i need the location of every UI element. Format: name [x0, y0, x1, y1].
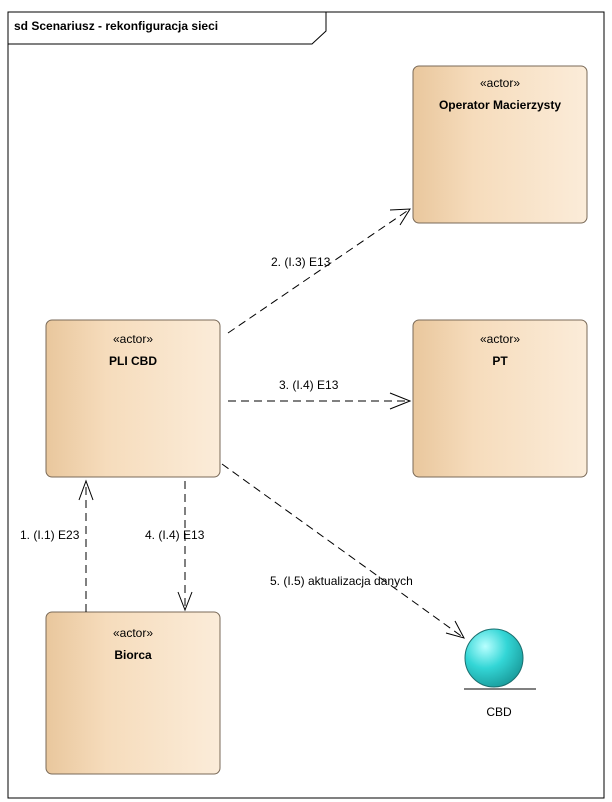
actor-name: PT	[492, 354, 508, 368]
actor-name: PLI CBD	[109, 354, 157, 368]
actor-operator-macierzysty[interactable]: «actor» Operator Macierzysty	[412, 65, 588, 224]
message-3[interactable]: 3. (I.4) E13	[228, 378, 412, 410]
actor-stereotype: «actor»	[113, 626, 153, 640]
message-label: 3. (I.4) E13	[279, 378, 339, 392]
message-4[interactable]: 4. (I.4) E13	[145, 481, 205, 612]
entity-name: CBD	[486, 705, 512, 719]
message-2[interactable]: 2. (I.3) E13	[227, 208, 411, 334]
actor-stereotype: «actor»	[480, 332, 520, 346]
message-5[interactable]: 5. (I.5) aktualizacja danych	[221, 463, 465, 639]
message-1[interactable]: 1. (I.1) E23	[20, 479, 94, 612]
arrow-head-icon	[389, 392, 412, 410]
actor-box	[412, 65, 588, 224]
entity-cbd[interactable]: CBD	[464, 628, 536, 719]
frame-tab	[7, 11, 327, 45]
message-label: 4. (I.4) E13	[145, 528, 205, 542]
message-line	[227, 208, 411, 334]
actor-name: Biorca	[114, 648, 152, 662]
actor-pli-cbd[interactable]: «actor» PLI CBD	[45, 319, 221, 478]
arrow-head-icon	[78, 479, 94, 501]
message-line	[221, 463, 465, 639]
actor-stereotype: «actor»	[113, 332, 153, 346]
actor-name: Operator Macierzysty	[439, 98, 561, 112]
actor-stereotype: «actor»	[480, 76, 520, 90]
message-label: 1. (I.1) E23	[20, 528, 80, 542]
frame-title: sd Scenariusz - rekonfiguracja sieci	[14, 19, 218, 33]
message-label: 2. (I.3) E13	[271, 255, 331, 269]
actor-box	[45, 319, 221, 478]
arrow-head-icon	[389, 208, 411, 226]
actor-biorca[interactable]: «actor» Biorca	[45, 611, 221, 775]
arrow-head-icon	[177, 591, 193, 612]
actor-box	[412, 319, 588, 478]
message-label: 5. (I.5) aktualizacja danych	[270, 574, 413, 588]
actor-box	[45, 611, 221, 775]
actor-pt[interactable]: «actor» PT	[412, 319, 588, 478]
arrow-head-icon	[445, 620, 465, 639]
entity-circle-icon	[464, 628, 524, 688]
